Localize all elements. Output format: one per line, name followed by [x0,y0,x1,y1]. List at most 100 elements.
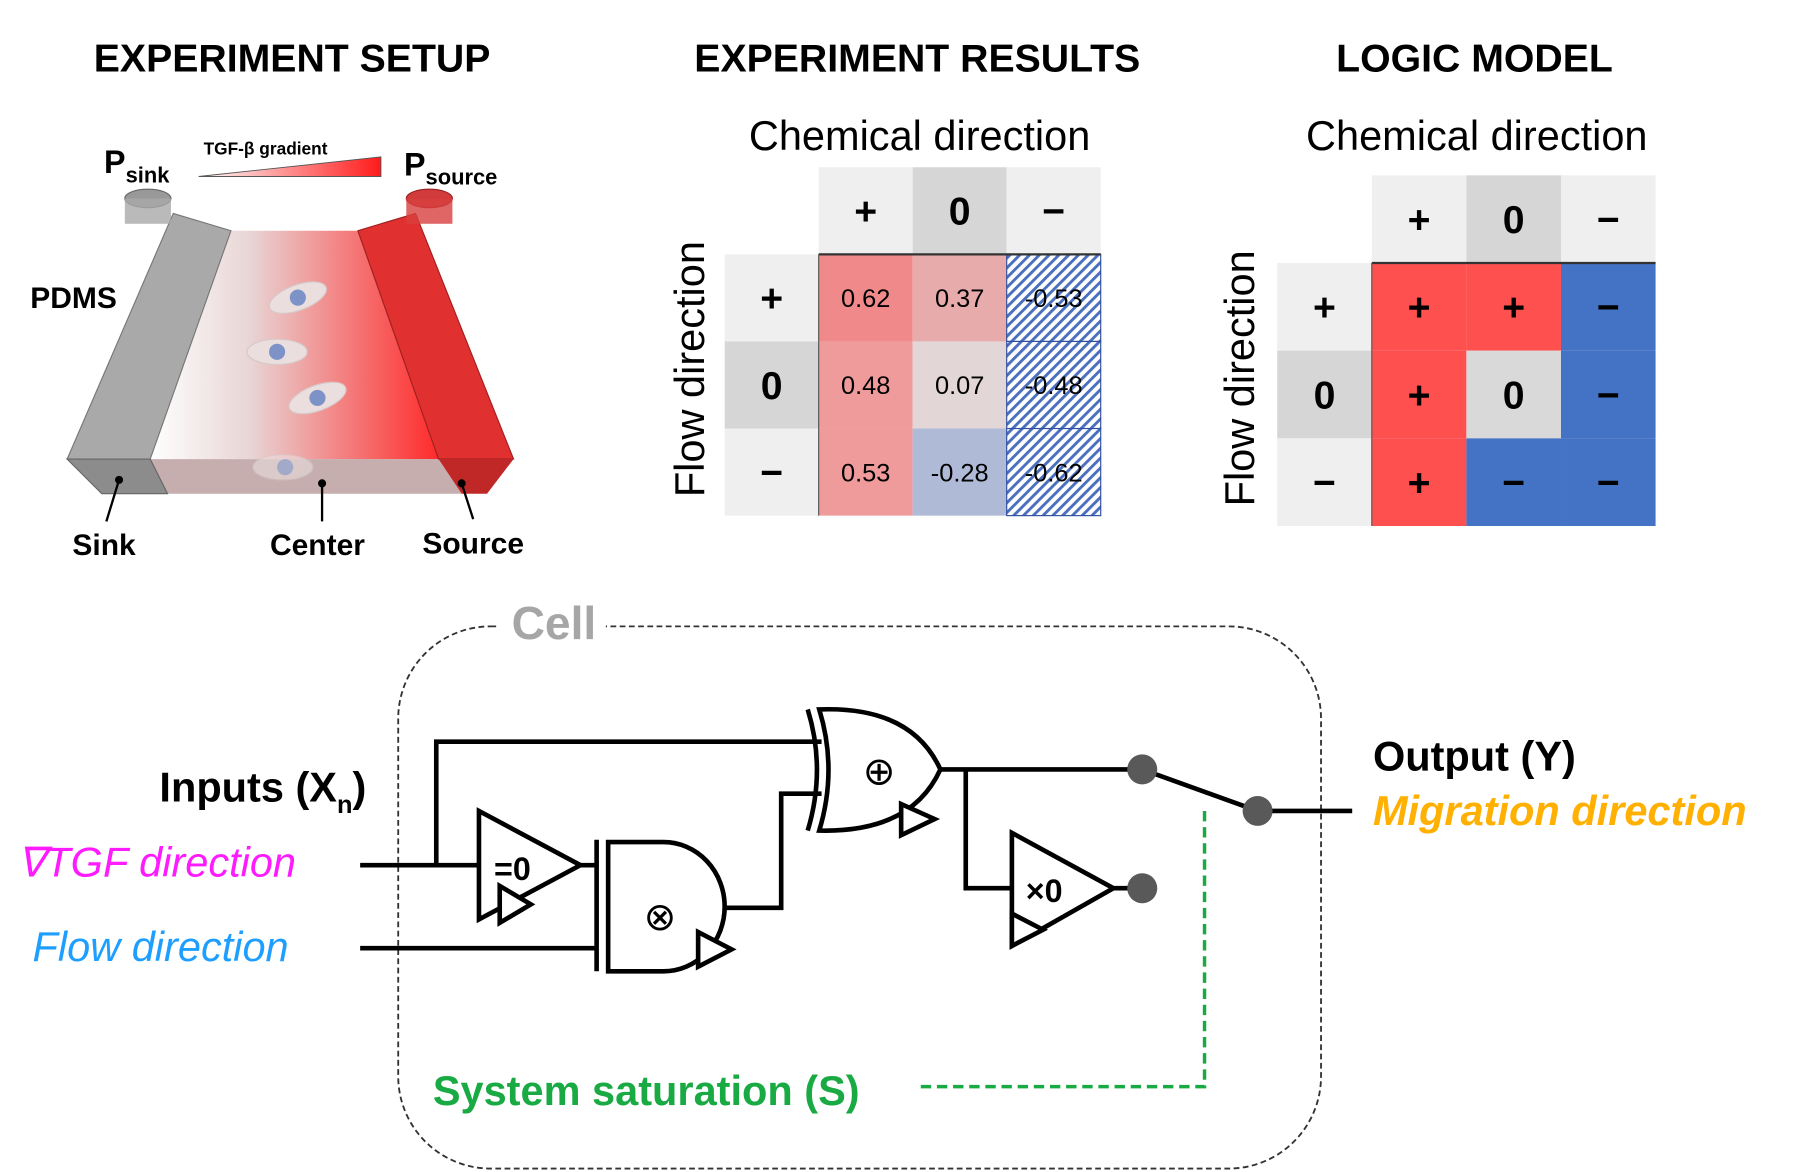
cell-value: 0 [1503,373,1525,417]
table-cell [1371,263,1467,351]
table-cell [1560,350,1656,439]
cell-value: -0.62 [1025,459,1083,487]
source-label: Source [422,528,524,561]
table-cell [1006,340,1102,430]
table-cell [1466,263,1561,351]
cell-value: − [1597,373,1620,417]
cell-value: + [1408,286,1431,330]
switch-terminal-top [1127,754,1158,785]
col-header: + [1408,198,1431,242]
cell-value: + [1408,461,1431,505]
switch-terminal-bottom [1127,873,1158,904]
row-header-cell [724,254,819,342]
row-header-cell [1277,438,1372,527]
logic-title: LOGIC MODEL [1336,37,1613,81]
col-header-cell [1371,175,1467,264]
row-header: + [760,277,783,321]
cell-value: 0.62 [841,285,890,313]
logic-col-axis: Chemical direction [1306,112,1648,159]
comparator-gate: =0 [476,807,586,927]
col-header-cell [818,167,913,255]
table-cell [1371,350,1467,439]
multiplier-gate: ×0 [1009,828,1119,950]
corner-cell [724,167,819,255]
table-cell [1560,263,1656,351]
table-cell [912,428,1007,516]
gradient-label: TGF-β gradient [204,139,328,159]
results-title: EXPERIMENT RESULTS [694,37,1140,81]
row-header: − [1313,461,1336,505]
cell-value: 0.07 [935,372,984,400]
migration-direction-label: Migration direction [1373,787,1747,834]
p-source-label: Psource [404,146,497,189]
saturation-label: System saturation (S) [433,1067,860,1114]
and-symbol: ⊗ [644,895,677,939]
cell-value: 0.53 [841,459,890,487]
setup-title: EXPERIMENT SETUP [94,37,491,81]
results-col-axis: Chemical direction [749,112,1091,159]
cell-value: -0.28 [931,459,989,487]
table-cell [818,341,913,429]
table-cell [818,428,913,516]
flow-input-label: Flow direction [33,923,289,970]
col-header-cell [1560,175,1656,264]
cell-value: + [1408,373,1431,417]
xor-gate: ⊕ [805,706,943,839]
logic-table: +0 − + + + − 0 +0 − − + − − [1277,175,1656,527]
microfluidic-device-illustration [65,156,515,522]
cell-value: + [1502,286,1525,330]
and-gate: ⊗ [594,839,737,974]
pdms-label: PDMS [30,282,117,315]
switch-pivot [1242,795,1273,826]
row-header-cell [1277,263,1372,351]
center-label: Center [270,529,365,562]
multiplier-label: ×0 [1026,873,1063,909]
corner-cell [1277,175,1372,264]
cell-value: 0.37 [935,285,984,313]
row-header: 0 [761,364,783,408]
xor-symbol: ⊕ [863,749,896,793]
results-row-axis: Flow direction [666,241,713,497]
cell-value: -0.48 [1025,372,1083,400]
cell-value: − [1597,286,1620,330]
row-header-cell [724,428,819,516]
col-header-cell [1006,167,1101,255]
cell-value: − [1502,461,1525,505]
inputs-label: Inputs (Xn) [159,764,366,820]
table-cell [818,254,913,342]
output-label: Output (Y) [1373,733,1576,780]
table-cell [912,341,1007,429]
row-header-cell [1277,350,1372,439]
sink-label: Sink [72,529,136,562]
table-cell [1466,350,1561,439]
logic-row-axis: Flow direction [1216,250,1263,506]
row-header: 0 [1314,373,1336,417]
col-header: + [854,190,877,234]
cell-value: 0.48 [841,372,890,400]
col-header: − [1042,190,1065,234]
cell-boundary [397,625,1322,1170]
row-header: + [1313,286,1336,330]
gradient-wedge-icon [198,156,382,177]
row-header-cell [724,341,819,429]
table-cell [1560,438,1656,527]
cell-value: -0.53 [1025,285,1083,313]
table-cell [912,254,1007,342]
col-header-cell [1466,175,1561,264]
col-header: 0 [949,190,971,234]
table-cell [1371,438,1467,527]
table-cell [1466,438,1561,527]
table-cell [1006,253,1102,343]
switch-terminals [1127,754,1273,904]
p-sink-label: Psink [104,144,170,187]
col-header: − [1597,198,1620,242]
cell-value: − [1597,461,1620,505]
tgf-input-label: ∇TGF direction [18,839,297,886]
col-header-cell [912,167,1007,255]
saturation-control-line [919,810,1207,1089]
col-header: 0 [1503,198,1525,242]
cell-label: Cell [512,597,597,649]
comparator-label: =0 [494,851,531,887]
